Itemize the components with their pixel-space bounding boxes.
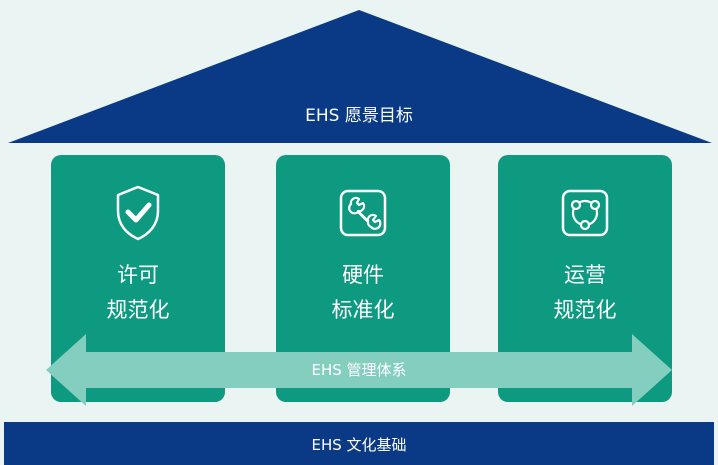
shield-check-icon (116, 185, 160, 241)
pillar-permit-line1: 许可 (117, 263, 159, 287)
pillar-operation-line1: 运营 (564, 263, 606, 287)
roof-triangle (8, 10, 712, 143)
management-system-label: EHS 管理体系 (311, 361, 407, 379)
pillar-operation-line2: 规范化 (553, 298, 617, 322)
pillar-hardware-line1: 硬件 (342, 263, 384, 287)
wrench-icon (339, 189, 387, 237)
cycle-nodes-icon (561, 189, 609, 237)
culture-foundation-label: EHS 文化基础 (311, 436, 407, 454)
management-system-arrow (46, 334, 672, 406)
vision-goal-label: EHS 愿景目标 (305, 106, 413, 126)
pillar-permit-line2: 规范化 (106, 298, 170, 322)
culture-foundation-bar: EHS 文化基础 (4, 422, 714, 465)
pillar-hardware-line2: 标准化 (331, 298, 395, 322)
